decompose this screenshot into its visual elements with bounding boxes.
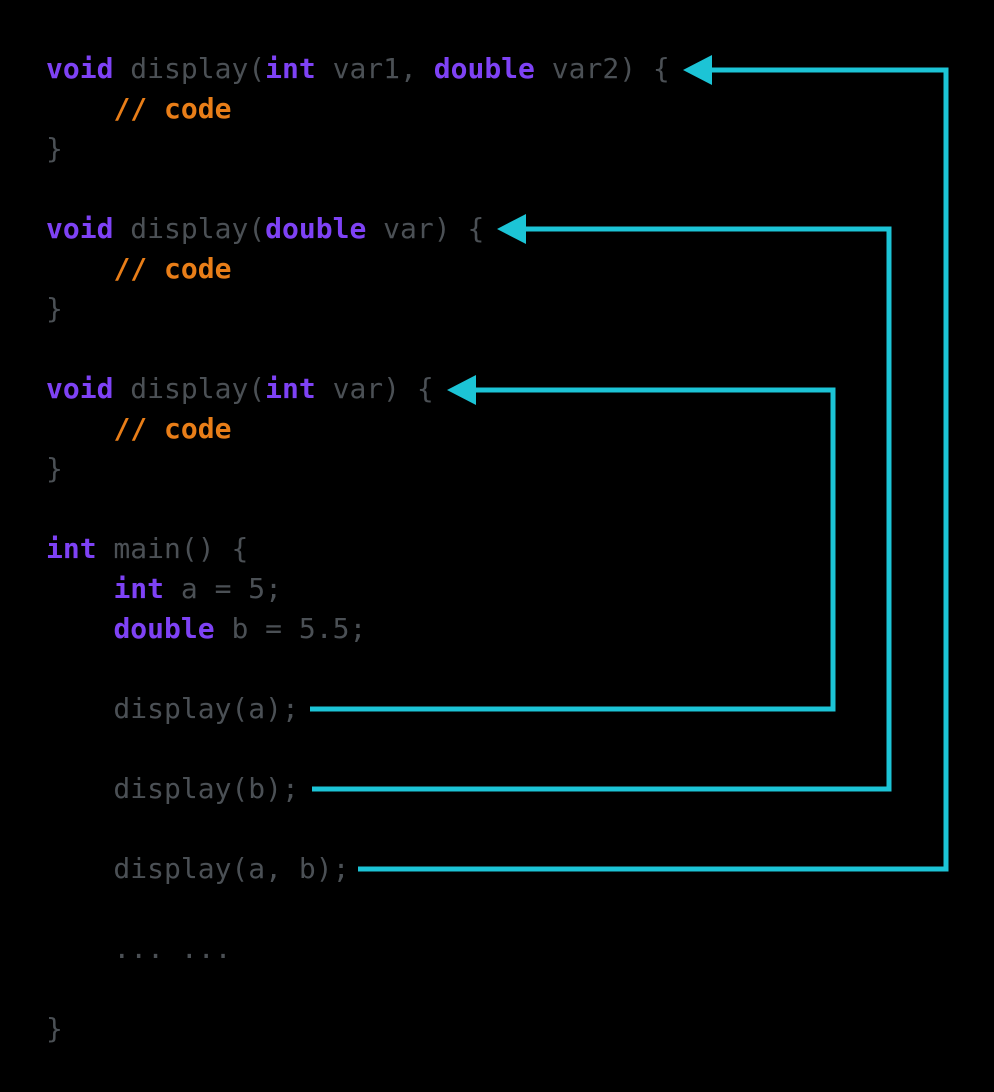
code-token-plain: main() { xyxy=(96,532,249,565)
code-token-plain: ... ... xyxy=(46,932,232,965)
code-token-plain xyxy=(46,412,113,445)
code-line: // code xyxy=(46,89,670,129)
code-line: } xyxy=(46,449,670,489)
code-line xyxy=(46,809,670,849)
code-line: double b = 5.5; xyxy=(46,609,670,649)
code-line: display(a, b); xyxy=(46,849,670,889)
code-token-plain: } xyxy=(46,1012,63,1045)
code-token-keyword: double xyxy=(265,212,367,245)
code-block: void display(int var1, double var2) { //… xyxy=(46,49,670,1049)
code-token-plain xyxy=(46,92,113,125)
code-line: ... ... xyxy=(46,929,670,969)
code-line: } xyxy=(46,129,670,169)
code-line: } xyxy=(46,289,670,329)
code-line: display(a); xyxy=(46,689,670,729)
code-token-plain: display( xyxy=(113,372,266,405)
code-token-comment: // code xyxy=(113,92,232,125)
code-line: void display(int var) { xyxy=(46,369,670,409)
code-token-keyword: int xyxy=(265,372,316,405)
code-token-plain xyxy=(46,612,113,645)
code-line: display(b); xyxy=(46,769,670,809)
code-line xyxy=(46,329,670,369)
code-line: int main() { xyxy=(46,529,670,569)
code-line xyxy=(46,889,670,929)
code-token-keyword: void xyxy=(46,372,114,405)
code-token-plain: display( xyxy=(113,212,266,245)
code-token-keyword: void xyxy=(46,52,114,85)
code-token-keyword: void xyxy=(46,212,114,245)
code-token-plain: var) { xyxy=(366,212,485,245)
code-token-plain: var2) { xyxy=(534,52,670,85)
code-token-plain: display(a); xyxy=(46,692,299,725)
code-token-keyword: int xyxy=(46,532,97,565)
code-token-plain: } xyxy=(46,292,63,325)
code-token-plain: display( xyxy=(113,52,266,85)
code-token-keyword: int xyxy=(265,52,316,85)
code-token-keyword: int xyxy=(113,572,165,605)
code-line: void display(int var1, double var2) { xyxy=(46,49,670,89)
code-line: void display(double var) { xyxy=(46,209,670,249)
code-token-keyword: double xyxy=(113,612,215,645)
code-line: // code xyxy=(46,409,670,449)
code-token-plain: var) { xyxy=(315,372,434,405)
code-token-keyword: double xyxy=(433,52,535,85)
code-line xyxy=(46,169,670,209)
code-line xyxy=(46,489,670,529)
code-token-plain: b = 5.5; xyxy=(214,612,367,645)
code-token-plain: display(a, b); xyxy=(46,852,350,885)
code-line xyxy=(46,729,670,769)
code-line xyxy=(46,649,670,689)
arrow-call-a-b-to-int-double-overload-arrowhead-icon xyxy=(683,55,712,85)
code-token-plain: a = 5; xyxy=(164,572,283,605)
code-token-plain xyxy=(46,572,113,605)
code-line xyxy=(46,969,670,1009)
code-token-plain xyxy=(46,252,113,285)
code-line: int a = 5; xyxy=(46,569,670,609)
code-token-plain: var1, xyxy=(315,52,434,85)
code-line: // code xyxy=(46,249,670,289)
code-token-comment: // code xyxy=(113,252,232,285)
code-token-plain: display(b); xyxy=(46,772,299,805)
code-token-plain: } xyxy=(46,132,63,165)
code-token-comment: // code xyxy=(113,412,232,445)
code-line: } xyxy=(46,1009,670,1049)
code-token-plain: } xyxy=(46,452,63,485)
